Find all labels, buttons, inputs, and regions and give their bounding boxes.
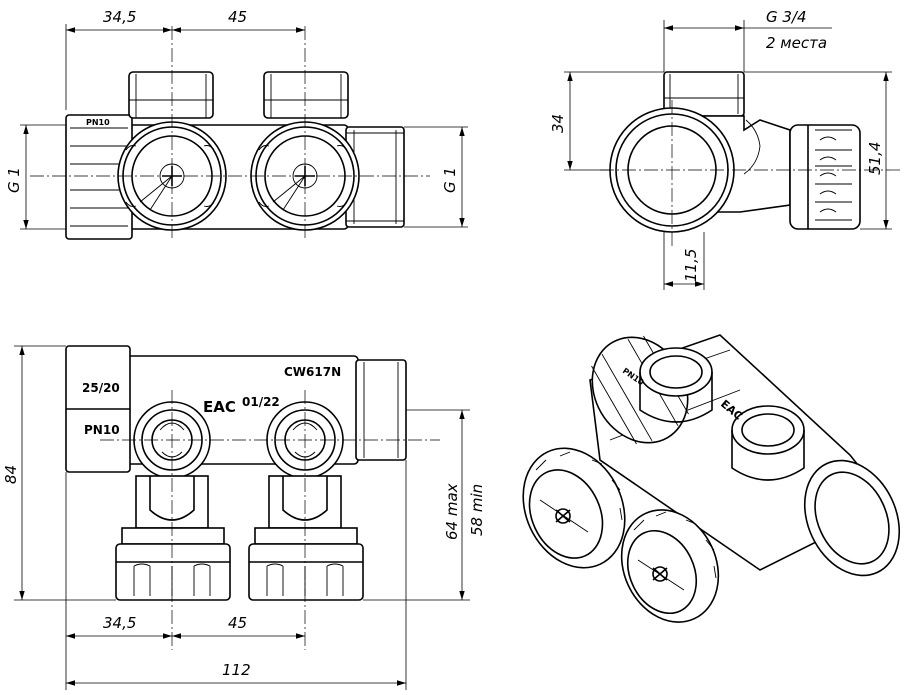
top-pn-marking: PN10	[86, 118, 110, 127]
side-view: G 3/4 2 места 34 51,4 11,5	[549, 8, 900, 290]
front-date-marking: 01/22	[242, 395, 280, 409]
front-view: 25/20 PN10 CW617N EAC 01/22	[2, 345, 486, 690]
dim-front-min: 58 min	[468, 484, 486, 536]
outlet-nut-2	[263, 71, 349, 119]
dim-left-thread: G 1	[5, 167, 23, 193]
dim-front-max: 64 max	[443, 483, 461, 540]
iso-knob-2	[620, 509, 720, 623]
dim-front-length: 112	[222, 661, 251, 679]
dim-front-spacing: 45	[228, 614, 247, 632]
iso-view: PN10 EAC	[522, 334, 901, 623]
dim-outlet-count: 2 места	[766, 34, 827, 52]
outlet-nut-1	[128, 71, 214, 119]
dim-outlet-thread: G 3/4	[766, 8, 807, 26]
top-view: PN10	[5, 8, 468, 240]
front-knob-2	[248, 543, 364, 601]
front-size-marking: 25/20	[82, 381, 120, 395]
front-cert-marking: EAC	[203, 398, 236, 416]
dim-front-offset: 34,5	[103, 614, 136, 632]
front-material-marking: CW617N	[284, 365, 341, 379]
dim-side-total-height: 51,4	[866, 142, 884, 175]
dim-side-height-outlet: 34	[549, 114, 567, 133]
dim-right-thread: G 1	[441, 167, 459, 193]
dim-side-offset: 11,5	[682, 249, 700, 282]
dim-top-spacing: 45	[228, 8, 247, 26]
dim-front-height: 84	[2, 465, 20, 484]
side-knob	[789, 124, 861, 230]
front-knob-1	[115, 543, 231, 601]
dim-top-offset: 34,5	[103, 8, 136, 26]
iso-knob-1	[522, 447, 626, 569]
front-pn-marking: PN10	[84, 423, 120, 437]
